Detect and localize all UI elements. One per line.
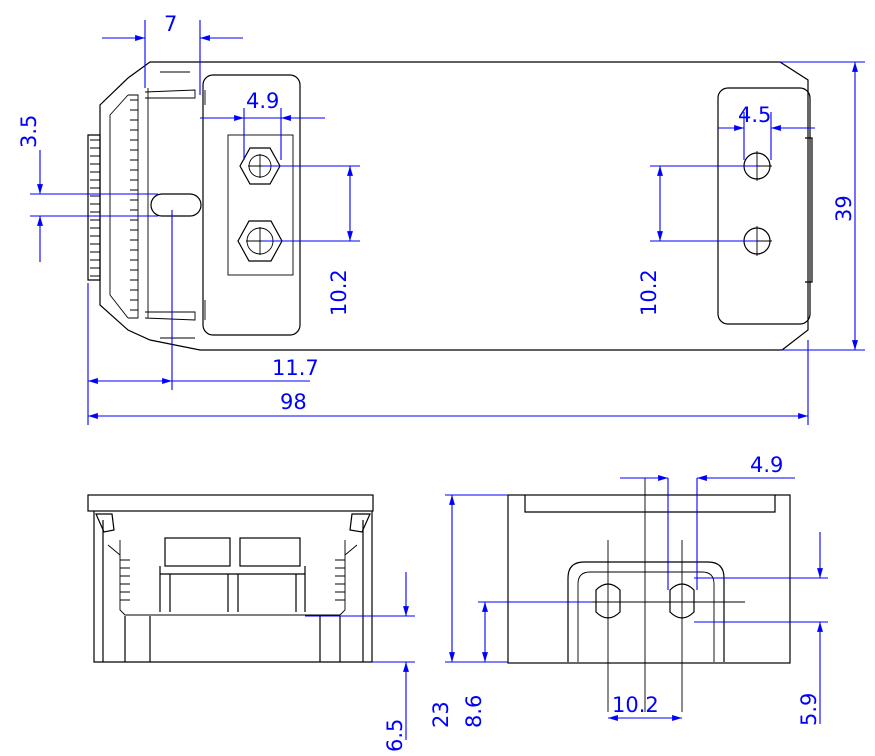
side-view-hole-left	[595, 540, 621, 712]
dim-hole-offset: 5.9	[797, 693, 821, 726]
front-view	[87, 494, 374, 663]
side-view-pocket-inner	[577, 571, 715, 662]
front-view-right-ribs	[335, 559, 345, 601]
dim-hole-pitch: 10.2	[612, 693, 659, 717]
front-view-left-ribs	[120, 559, 130, 601]
top-view-right-edge-strip	[805, 137, 813, 283]
front-view-socket-body	[159, 566, 306, 612]
dim-hole-height: 8.6	[462, 695, 486, 728]
dim-hole-span: 4.9	[750, 453, 783, 477]
front-view-inner-walls	[107, 540, 358, 616]
top-view-body-outline	[99, 61, 809, 351]
top-view-fins	[87, 94, 139, 319]
dim-bolt-span-left: 4.9	[246, 89, 279, 113]
front-view-left-lug	[95, 513, 115, 533]
dim-bolt-pitch-right: 10.2	[637, 269, 661, 316]
top-view-left-terminal-block	[202, 74, 301, 336]
dim-total-height: 23	[429, 701, 453, 728]
side-view-center-line	[592, 478, 745, 712]
dim-overall-length: 98	[280, 390, 307, 414]
top-view-clamp-strip	[144, 88, 206, 321]
side-view-hole-right	[669, 540, 695, 712]
side-view-dimensions: 4.9 23 8.6 10.2 5.9	[429, 453, 828, 728]
side-view	[507, 478, 791, 712]
dim-bolt-span-right: 4.5	[738, 103, 771, 127]
front-view-socket-right	[239, 537, 301, 567]
front-view-base	[124, 616, 341, 662]
front-view-dimensions: 6.5	[305, 572, 415, 752]
top-view-left-terminal-inset	[227, 134, 294, 276]
side-view-top-channel	[524, 495, 776, 513]
top-view-left-inner-edge	[109, 71, 195, 339]
dim-slot-offset: 3.5	[17, 115, 41, 148]
dim-bolt-pitch-left: 10.2	[327, 269, 351, 316]
side-view-outline	[507, 494, 791, 664]
side-view-pocket	[567, 561, 725, 662]
dim-clamp-width: 7	[164, 12, 177, 36]
dim-slot-position: 11.7	[272, 356, 319, 380]
top-view	[87, 61, 813, 351]
dim-height: 39	[832, 195, 856, 222]
front-view-top-cap	[87, 494, 374, 512]
top-view-right-terminal-block	[717, 87, 811, 325]
dim-base-offset: 6.5	[383, 719, 407, 752]
front-view-socket-left	[164, 537, 231, 567]
top-view-slot	[150, 193, 202, 217]
front-view-right-lug	[349, 513, 371, 533]
front-view-housing	[93, 511, 373, 663]
top-view-dimensions: 7 3.5 4.9 10.2 4.5 10.2 39	[17, 12, 865, 425]
